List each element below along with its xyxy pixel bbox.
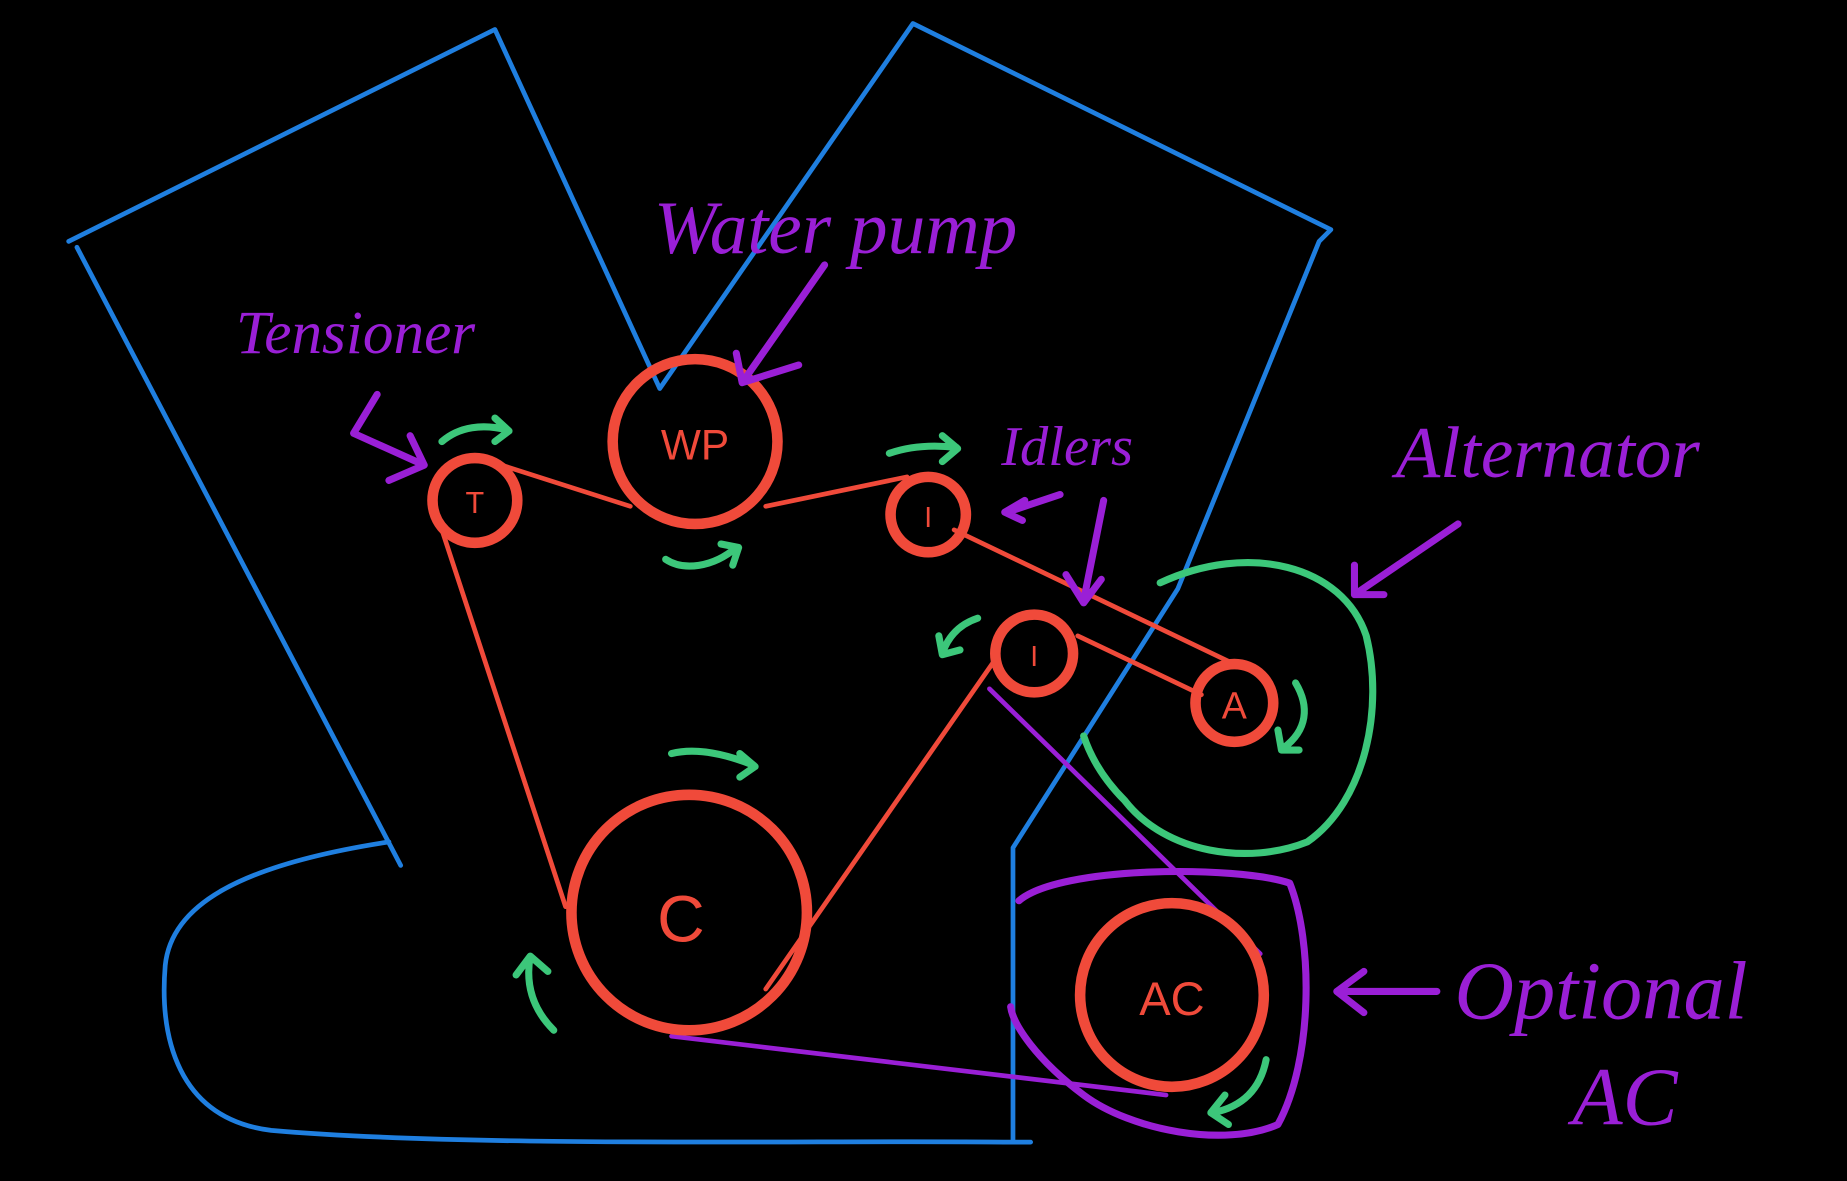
serpentine-belt (439, 456, 1240, 992)
engine-outline (66, 21, 1334, 1145)
pulley-idler-2: I (990, 609, 1079, 698)
label-alternator: Alternator (1392, 412, 1701, 493)
pulley-crank: C (566, 789, 813, 1036)
svg-text:I: I (1030, 640, 1038, 672)
svg-text:AC: AC (1139, 972, 1204, 1025)
label-optional: Optional (1455, 946, 1748, 1037)
annotation-arrows (350, 261, 1462, 1017)
label-idlers: Idlers (1000, 416, 1133, 478)
pulley-ac: AC (1074, 897, 1270, 1093)
label-water-pump: Water pump (654, 187, 1017, 270)
ac-outline (1007, 867, 1310, 1139)
svg-text:A: A (1222, 684, 1248, 726)
svg-text:I: I (924, 501, 932, 533)
pulley-alternator: A (1190, 658, 1279, 748)
pulley-idler-1: I (885, 471, 972, 558)
alternator-outline (1080, 559, 1377, 857)
svg-text:T: T (466, 486, 485, 520)
svg-text:C: C (657, 881, 705, 955)
label-tensioner: Tensioner (236, 299, 475, 367)
rotation-arrows (438, 414, 1308, 1129)
pulley-water-pump: WP (607, 353, 783, 530)
svg-text:WP: WP (661, 422, 729, 469)
optional-ac-belt (669, 686, 1263, 1098)
pulley-tensioner: T (427, 452, 523, 549)
label-ac: AC (1567, 1051, 1678, 1142)
